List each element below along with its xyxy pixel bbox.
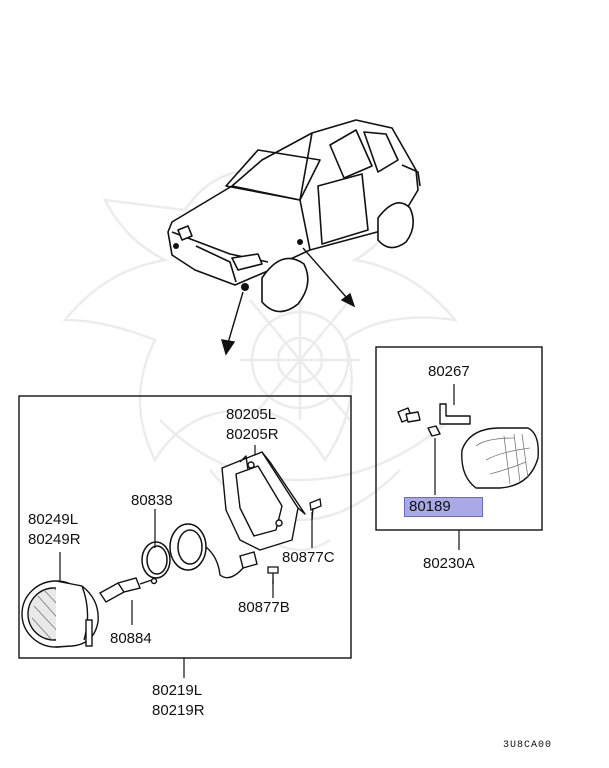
label-80219L: 80219L	[152, 682, 203, 699]
side-marker-spot	[297, 239, 303, 245]
label-80884: 80884	[110, 630, 152, 647]
left-fog-spot	[241, 283, 249, 291]
label-80838: 80838	[131, 492, 173, 509]
vehicle-outline	[167, 119, 421, 313]
fog-lamp-group-box	[18, 395, 352, 659]
diagram-code: 3U8CA00	[503, 740, 553, 751]
front-spot	[173, 243, 179, 249]
mounting-bolt	[267, 566, 279, 584]
label-80267: 80267	[428, 363, 470, 380]
wiring-harness	[205, 546, 258, 579]
label-80877B: 80877B	[238, 599, 290, 616]
bracket-screw	[309, 498, 322, 521]
label-80877C: 80877C	[282, 549, 335, 566]
label-80205L: 80205L	[226, 406, 277, 423]
label-80189-highlighted[interactable]: 80189	[404, 497, 483, 517]
seal-rings	[141, 523, 207, 579]
label-80249R: 80249R	[28, 531, 81, 548]
label-80205R: 80205R	[226, 426, 279, 443]
label-80249L: 80249L	[28, 511, 79, 528]
fog-bracket	[221, 451, 306, 551]
fog-lamp-unit	[21, 580, 99, 648]
bulb-socket	[98, 577, 158, 603]
label-80219R: 80219R	[152, 702, 205, 719]
side-marker-parts	[397, 403, 539, 489]
pointer-arrows	[221, 247, 356, 356]
label-80230A: 80230A	[423, 555, 475, 572]
